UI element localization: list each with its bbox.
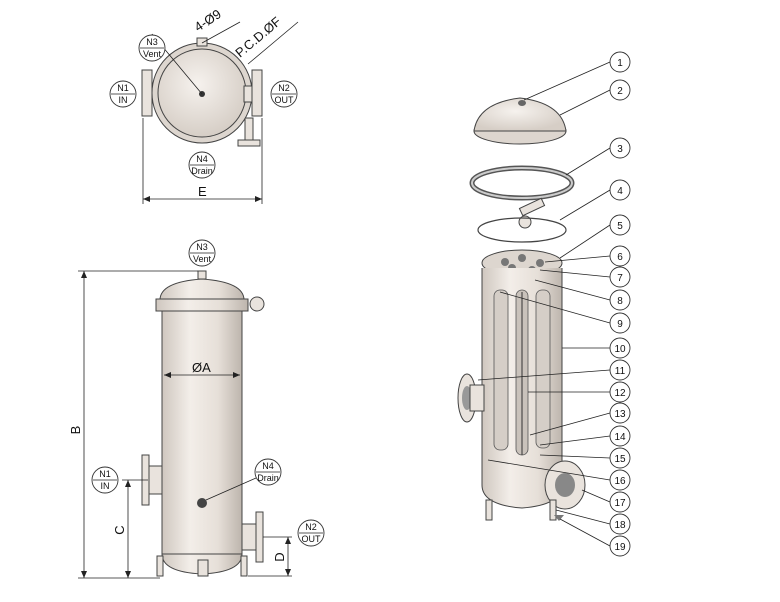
svg-text:N2: N2 [305,522,317,532]
svg-text:OUT: OUT [302,534,322,544]
svg-text:5: 5 [617,221,623,232]
exploded-lid [473,97,567,132]
svg-text:IN: IN [119,95,128,105]
part-balloon-15: 15 [539,447,631,469]
svg-text:12: 12 [614,388,626,399]
exploded-oring [477,217,567,243]
part-balloon-2: 2 [559,79,631,116]
svg-text:15: 15 [614,454,626,465]
svg-text:13: 13 [614,409,626,420]
svg-text:N4: N4 [196,154,208,164]
part-balloon-11: 11 [477,359,631,381]
part-balloon-6: 6 [544,245,631,267]
svg-text:N3: N3 [196,242,208,252]
svg-text:Vent: Vent [143,49,162,59]
svg-text:Drain: Drain [257,473,279,483]
part-balloon-18: 18 [555,509,631,535]
svg-text:9: 9 [617,319,623,330]
part-balloon-16: 16 [487,459,631,491]
svg-text:8: 8 [617,296,623,307]
top-view: 4-Ø9 P.C.D.ØF E N3 Vent N1 IN N2 OUT [109,6,299,204]
part-balloon-1: 1 [523,51,631,101]
part-balloon-14: 14 [539,425,631,447]
svg-text:N2: N2 [278,83,290,93]
nozzle-n4-tag: N4 Drain [188,151,216,179]
side-nozzle-n4-tag: N4 Drain [205,458,282,501]
svg-text:6: 6 [617,252,623,263]
nozzle-n3-tag: N3 Vent [138,34,166,62]
dimension-d-label: D [272,552,287,561]
side-drain [197,498,207,508]
part-balloon-8: 8 [534,279,631,311]
svg-text:2: 2 [617,86,623,97]
svg-text:N1: N1 [99,469,111,479]
svg-text:Vent: Vent [193,254,212,264]
exploded-view: 1 2 3 4 5 6 7 [457,51,631,557]
clamp-knob [249,296,265,312]
part-balloon-4: 4 [559,179,631,221]
svg-text:1: 1 [617,58,623,69]
side-nozzle-n1-tag: N1 IN [91,466,119,494]
side-nozzle-n2-tag: N2 OUT [297,519,325,547]
part-balloon-19: 19 [559,518,631,557]
svg-text:7: 7 [617,273,623,284]
bolt-holes-label: 4-Ø9 [191,6,223,34]
svg-text:17: 17 [614,498,626,509]
side-nozzle-n3-tag: N3 Vent [188,239,216,267]
part-balloon-13: 13 [529,402,631,436]
svg-text:OUT: OUT [275,95,295,105]
svg-text:19: 19 [614,542,626,553]
part-balloon-9: 9 [499,291,631,334]
part-balloon-10: 10 [562,337,631,359]
side-lid [159,278,245,301]
svg-text:Drain: Drain [191,166,213,176]
side-outlet-flange [255,511,264,563]
part-balloon-7: 7 [539,266,631,288]
svg-text:3: 3 [617,144,623,155]
part-balloon-17: 17 [581,489,631,513]
outlet-flange [251,69,263,117]
svg-text:16: 16 [614,476,626,487]
svg-text:N4: N4 [262,461,274,471]
svg-text:4: 4 [617,186,623,197]
svg-text:18: 18 [614,520,626,531]
part-balloon-5: 5 [559,214,631,259]
side-view: ØA B C D N3 Vent N1 IN [68,239,325,579]
part-balloon-3: 3 [565,137,631,176]
dimension-e-label: E [198,184,207,199]
svg-text:11: 11 [615,366,626,377]
svg-text:14: 14 [614,432,626,443]
nozzle-n1-tag: N1 IN [109,80,137,108]
dimension-b-label: B [68,426,83,435]
pcd-label: P.C.D.ØF [232,14,284,61]
svg-text:N1: N1 [117,83,129,93]
nozzle-n2-tag: N2 OUT [270,80,298,108]
svg-text:N3: N3 [146,37,158,47]
inlet-flange [141,69,153,117]
diameter-a-label: ØA [192,360,211,375]
side-body [161,310,243,555]
svg-text:10: 10 [614,344,626,355]
svg-text:IN: IN [101,481,110,491]
part-balloon-12: 12 [528,381,631,403]
dimension-c-label: C [112,525,127,534]
